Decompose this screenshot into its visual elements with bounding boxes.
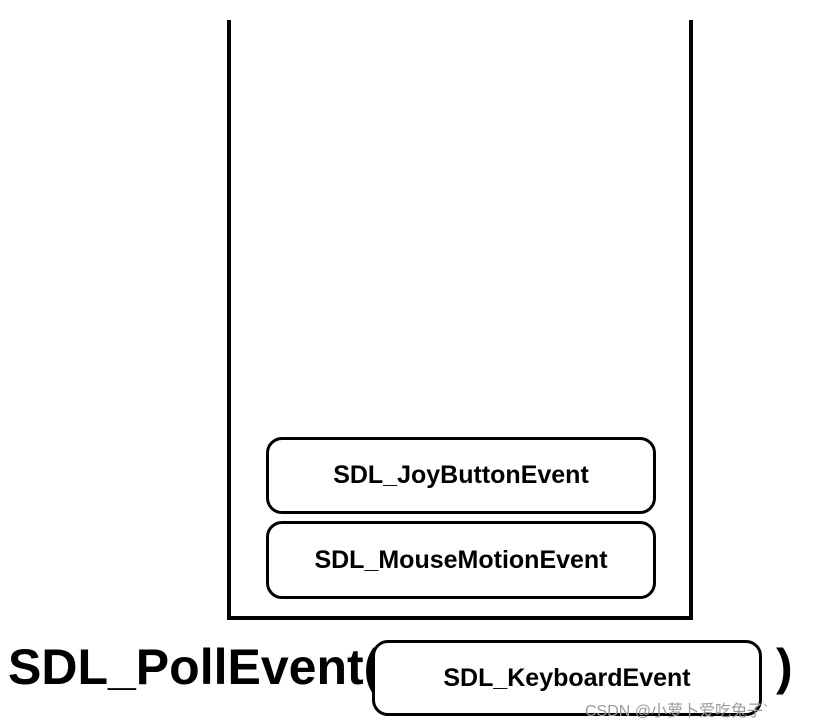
watermark: CSDN @小萝卜爱吃兔子` [585, 703, 769, 720]
poll-function-name: SDL_PollEvent( [8, 639, 381, 695]
queued-event-box: SDL_MouseMotionEvent [266, 521, 656, 599]
queued-event-box: SDL_JoyButtonEvent [266, 437, 656, 514]
event-queue [227, 20, 693, 620]
polled-event-box: SDL_KeyboardEvent [372, 640, 762, 716]
queued-event-label: SDL_MouseMotionEvent [314, 545, 608, 574]
polled-event-label: SDL_KeyboardEvent [443, 663, 691, 692]
closing-paren: ) [776, 639, 793, 695]
queued-event-label: SDL_JoyButtonEvent [333, 461, 589, 489]
